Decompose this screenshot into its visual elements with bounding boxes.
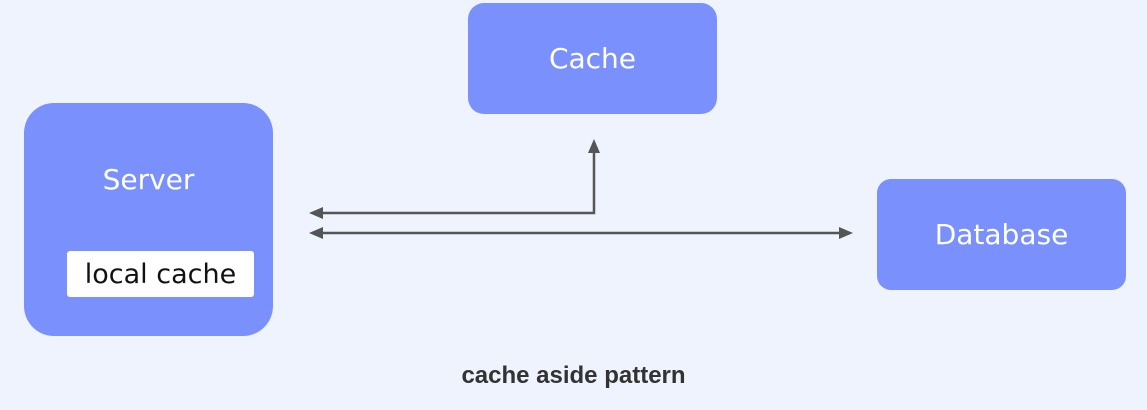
arrowhead-to-database	[839, 227, 853, 239]
database-node: Database	[877, 179, 1126, 290]
local-cache-label: local cache	[84, 258, 237, 290]
arrowhead-to-server-upper	[309, 207, 323, 219]
server-cache-connector	[322, 152, 596, 215]
local-cache-box: local cache	[67, 251, 254, 297]
server-label: Server	[102, 163, 195, 196]
cache-label: Cache	[548, 42, 637, 75]
cache-node: Cache	[468, 3, 717, 114]
server-node: Server local cache	[24, 103, 273, 336]
diagram-caption: cache aside pattern	[461, 362, 686, 389]
arrowhead-to-cache	[588, 139, 600, 153]
database-label: Database	[934, 218, 1069, 251]
arrowhead-to-server-lower	[309, 227, 323, 239]
